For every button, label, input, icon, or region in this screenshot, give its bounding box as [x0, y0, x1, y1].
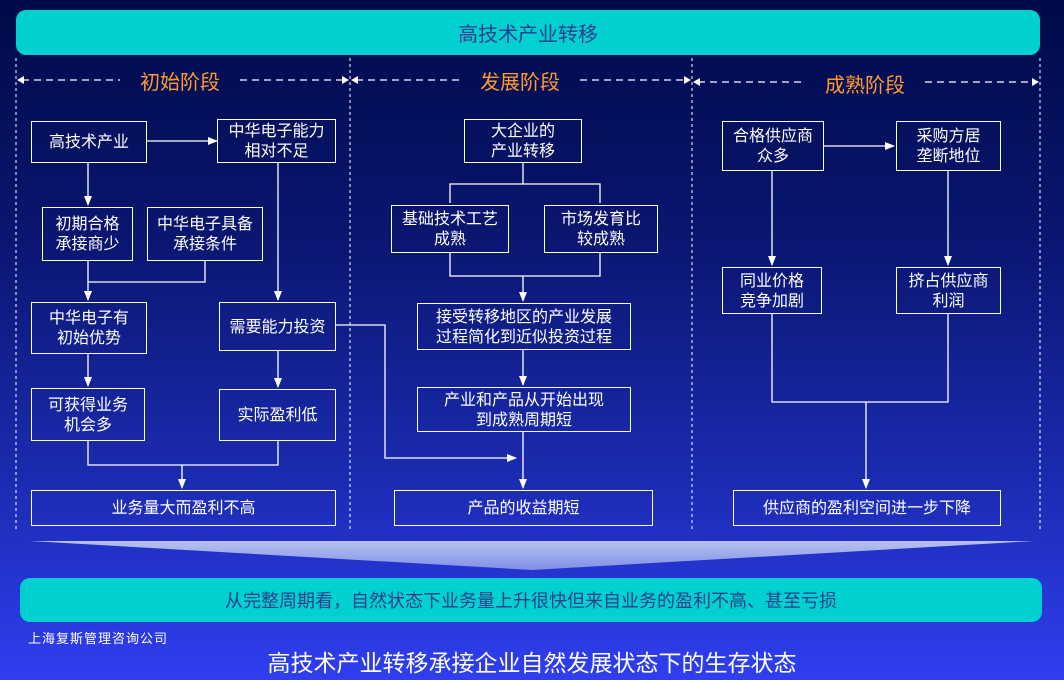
box-many-business-opportunities: 可获得业务 机会多: [31, 388, 145, 441]
company-name: 上海复斯管理咨询公司: [28, 632, 169, 647]
box-many-qualified-suppliers: 合格供应商 众多: [722, 121, 824, 171]
box-industry-dev-simplified: 接受转移地区的产业发展 过程简化到近似投资过程: [417, 303, 631, 350]
box-short-revenue-period: 产品的收益期短: [394, 490, 653, 526]
box-short-lifecycle: 产业和产品从开始出现 到成熟周期短: [417, 387, 631, 432]
box-squeeze-supplier-profit: 挤占供应商 利润: [896, 267, 1001, 314]
phase-label-development: 发展阶段: [480, 69, 560, 94]
box-zhonghua-initial-advantage: 中华电子有 初始优势: [31, 302, 147, 354]
box-basic-tech-mature: 基础技术工艺 成熟: [391, 205, 509, 253]
summary-arrow: [30, 541, 1034, 570]
box-market-mature: 市场发育比 较成熟: [544, 205, 658, 253]
phase-label-initial: 初始阶段: [140, 69, 220, 94]
box-high-tech-industry: 高技术产业: [31, 121, 147, 163]
box-supplier-profit-decline: 供应商的盈利空间进一步下降: [733, 490, 1001, 526]
box-large-enterprise-transfer: 大企业的 产业转移: [464, 119, 582, 163]
header-title: 高技术产业转移: [458, 22, 598, 46]
page-title: 高技术产业转移承接企业自然发展状态下的生存状态: [267, 651, 797, 677]
box-high-volume-low-profit: 业务量大而盈利不高: [31, 490, 336, 526]
header-banner: 高技术产业转移: [16, 10, 1040, 55]
box-actual-profit-low: 实际盈利低: [219, 389, 336, 441]
box-buyer-monopoly: 采购方居 垄断地位: [896, 121, 1001, 171]
box-zhonghua-has-conditions: 中华电子具备 承接条件: [147, 207, 263, 261]
box-needs-capability-investment: 需要能力投资: [219, 302, 336, 351]
conclusion-banner: 从完整周期看，自然状态下业务量上升很快但来自业务的盈利不高、甚至亏损: [20, 578, 1042, 622]
box-few-qualified-contractors: 初期合格 承接商少: [42, 207, 133, 261]
box-zhonghua-capability-lacking: 中华电子能力 相对不足: [217, 119, 336, 163]
box-price-competition: 同业价格 竞争加剧: [722, 267, 822, 314]
phase-label-mature: 成熟阶段: [825, 72, 905, 97]
conclusion-text: 从完整周期看，自然状态下业务量上升很快但来自业务的盈利不高、甚至亏损: [225, 591, 837, 612]
